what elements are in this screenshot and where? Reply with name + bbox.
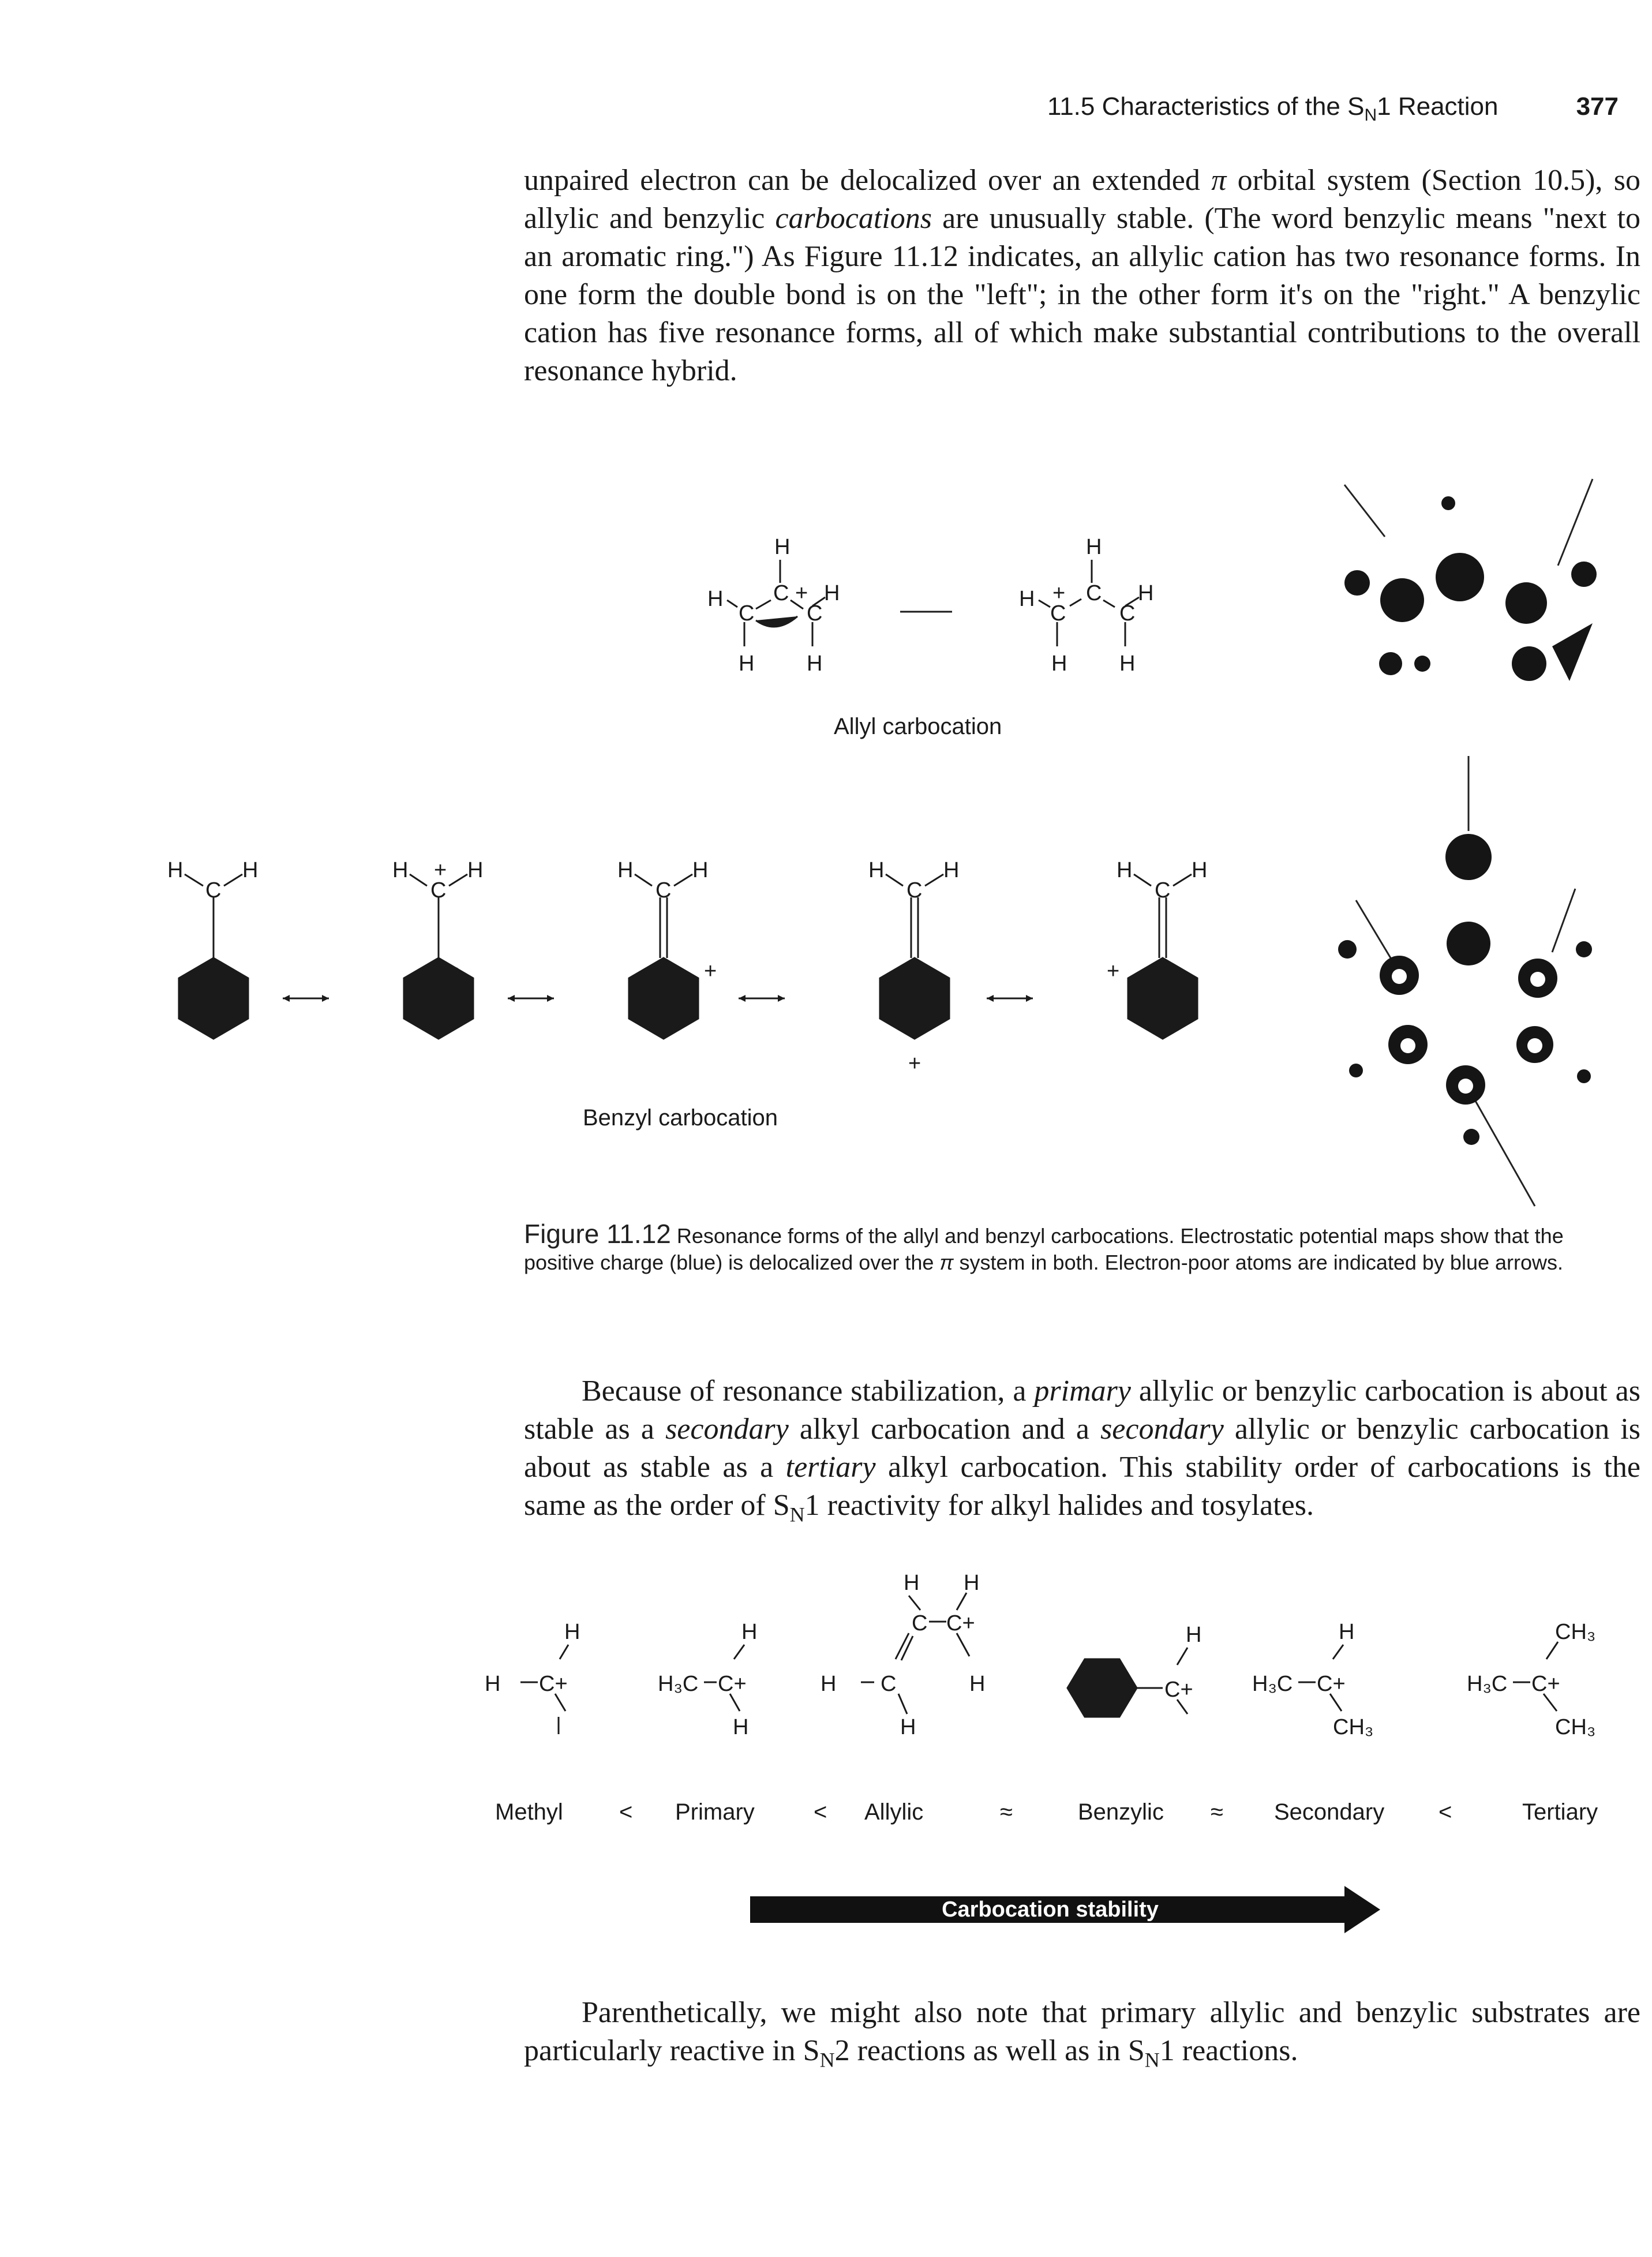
svg-text:H₃C: H₃C xyxy=(658,1672,698,1696)
running-header: 11.5 Characteristics of the SN1 Reaction… xyxy=(1036,92,1619,127)
svg-text:H: H xyxy=(392,858,408,882)
svg-text:C: C xyxy=(1086,581,1102,605)
arrow-bar xyxy=(750,1896,1350,1923)
svg-text:H: H xyxy=(707,587,723,611)
svg-text:H: H xyxy=(774,535,790,559)
svg-text:C: C xyxy=(1119,601,1135,626)
label-methyl: Methyl xyxy=(495,1799,563,1825)
stability-arrow: Carbocation stability xyxy=(750,1886,1385,1933)
svg-text:H: H xyxy=(242,858,258,882)
benzyl-label: Benzyl carbocation xyxy=(583,1105,778,1131)
svg-text:H: H xyxy=(485,1672,500,1696)
benzyl-structures: HCH HC+H HCH + HCH + HCH + Benzyl carboc… xyxy=(167,858,1207,1131)
svg-text:+: + xyxy=(434,858,447,882)
label-primary: Primary xyxy=(675,1799,755,1825)
stability-order: Methyl < Primary < Allylic ≈ Benzylic ≈ … xyxy=(495,1799,1643,1834)
svg-text:H: H xyxy=(741,1620,757,1644)
label-benzylic: Benzylic xyxy=(1078,1799,1164,1825)
svg-text:H: H xyxy=(904,1573,919,1595)
svg-text:H₃C: H₃C xyxy=(1467,1672,1507,1696)
svg-text:C: C xyxy=(807,601,822,626)
svg-text:C+: C+ xyxy=(539,1672,568,1696)
lt-1: < xyxy=(619,1799,633,1825)
svg-text:C+: C+ xyxy=(1531,1672,1560,1696)
svg-text:C: C xyxy=(773,581,789,605)
svg-text:H: H xyxy=(868,858,884,882)
allyl-potential-map xyxy=(1343,478,1597,681)
svg-text:H: H xyxy=(821,1672,836,1696)
svg-text:H: H xyxy=(467,858,483,882)
svg-text:C: C xyxy=(655,878,671,903)
allyl-structures: H H C C + C H H H H H C + C C H H H Ally… xyxy=(707,535,1153,739)
lt-2: < xyxy=(814,1799,827,1825)
svg-text:+: + xyxy=(908,1051,921,1076)
svg-text:+: + xyxy=(1052,581,1065,605)
svg-text:H: H xyxy=(1086,535,1102,559)
svg-text:C: C xyxy=(430,878,446,903)
approx-2: ≈ xyxy=(1211,1799,1223,1825)
svg-text:C: C xyxy=(906,878,922,903)
body-paragraph-3: Parenthetically, we might also note that… xyxy=(524,1996,1640,2072)
svg-text:+: + xyxy=(795,581,808,605)
lt-3: < xyxy=(1439,1799,1452,1825)
svg-text:C: C xyxy=(881,1672,896,1696)
svg-text:C+: C+ xyxy=(1164,1678,1193,1702)
svg-text:CH₃: CH₃ xyxy=(1555,1620,1595,1644)
page-number: 377 xyxy=(1576,92,1619,121)
svg-text:C: C xyxy=(1155,878,1170,903)
benzyl-potential-map xyxy=(1338,756,1592,1207)
svg-text:H: H xyxy=(969,1672,985,1696)
figure-label: Figure 11.12 xyxy=(524,1219,671,1249)
section-title: 11.5 Characteristics of the SN1 Reaction xyxy=(1047,92,1499,125)
label-secondary: Secondary xyxy=(1274,1799,1385,1825)
arrow-head xyxy=(1344,1886,1380,1933)
svg-text:C: C xyxy=(912,1611,927,1635)
svg-text:H: H xyxy=(692,858,708,882)
svg-text:H: H xyxy=(733,1715,748,1739)
svg-text:H: H xyxy=(617,858,633,882)
svg-text:+: + xyxy=(1107,959,1119,983)
svg-text:+: + xyxy=(704,959,717,983)
body-paragraph-1: unpaired electron can be delocalized ove… xyxy=(524,164,1641,387)
svg-text:C: C xyxy=(1050,601,1066,626)
svg-text:C: C xyxy=(739,601,754,626)
svg-text:H: H xyxy=(943,858,959,882)
svg-text:C+: C+ xyxy=(946,1611,975,1635)
label-tertiary: Tertiary xyxy=(1522,1799,1598,1825)
svg-text:C+: C+ xyxy=(1317,1672,1346,1696)
svg-text:H: H xyxy=(807,652,822,676)
allyl-label: Allyl carbocation xyxy=(834,714,1002,739)
svg-text:H: H xyxy=(1339,1620,1354,1644)
svg-text:H: H xyxy=(964,1573,979,1595)
svg-text:CH₃: CH₃ xyxy=(1555,1715,1595,1739)
svg-text:C+: C+ xyxy=(718,1672,747,1696)
svg-text:H: H xyxy=(167,858,183,882)
svg-text:H: H xyxy=(1117,858,1132,882)
svg-text:H₃C: H₃C xyxy=(1252,1672,1293,1696)
svg-text:H: H xyxy=(824,581,840,605)
arrow-label: Carbocation stability xyxy=(942,1897,1159,1922)
svg-text:H: H xyxy=(1138,581,1153,605)
label-allylic: Allylic xyxy=(864,1799,924,1825)
figure-caption: Figure 11.12 Resonance forms of the ally… xyxy=(524,1219,1564,1274)
svg-text:C: C xyxy=(205,878,221,903)
svg-text:H: H xyxy=(739,652,754,676)
svg-text:H: H xyxy=(900,1715,916,1739)
svg-text:H: H xyxy=(1186,1623,1201,1647)
svg-text:H: H xyxy=(1019,587,1035,611)
body-paragraph-2: Because of resonance stabilization, a pr… xyxy=(524,1375,1641,1526)
svg-text:H: H xyxy=(1119,652,1135,676)
svg-text:H: H xyxy=(564,1620,580,1644)
approx-1: ≈ xyxy=(1000,1799,1013,1825)
svg-text:H: H xyxy=(1192,858,1207,882)
svg-text:H: H xyxy=(1051,652,1067,676)
svg-text:CH₃: CH₃ xyxy=(1333,1715,1373,1739)
